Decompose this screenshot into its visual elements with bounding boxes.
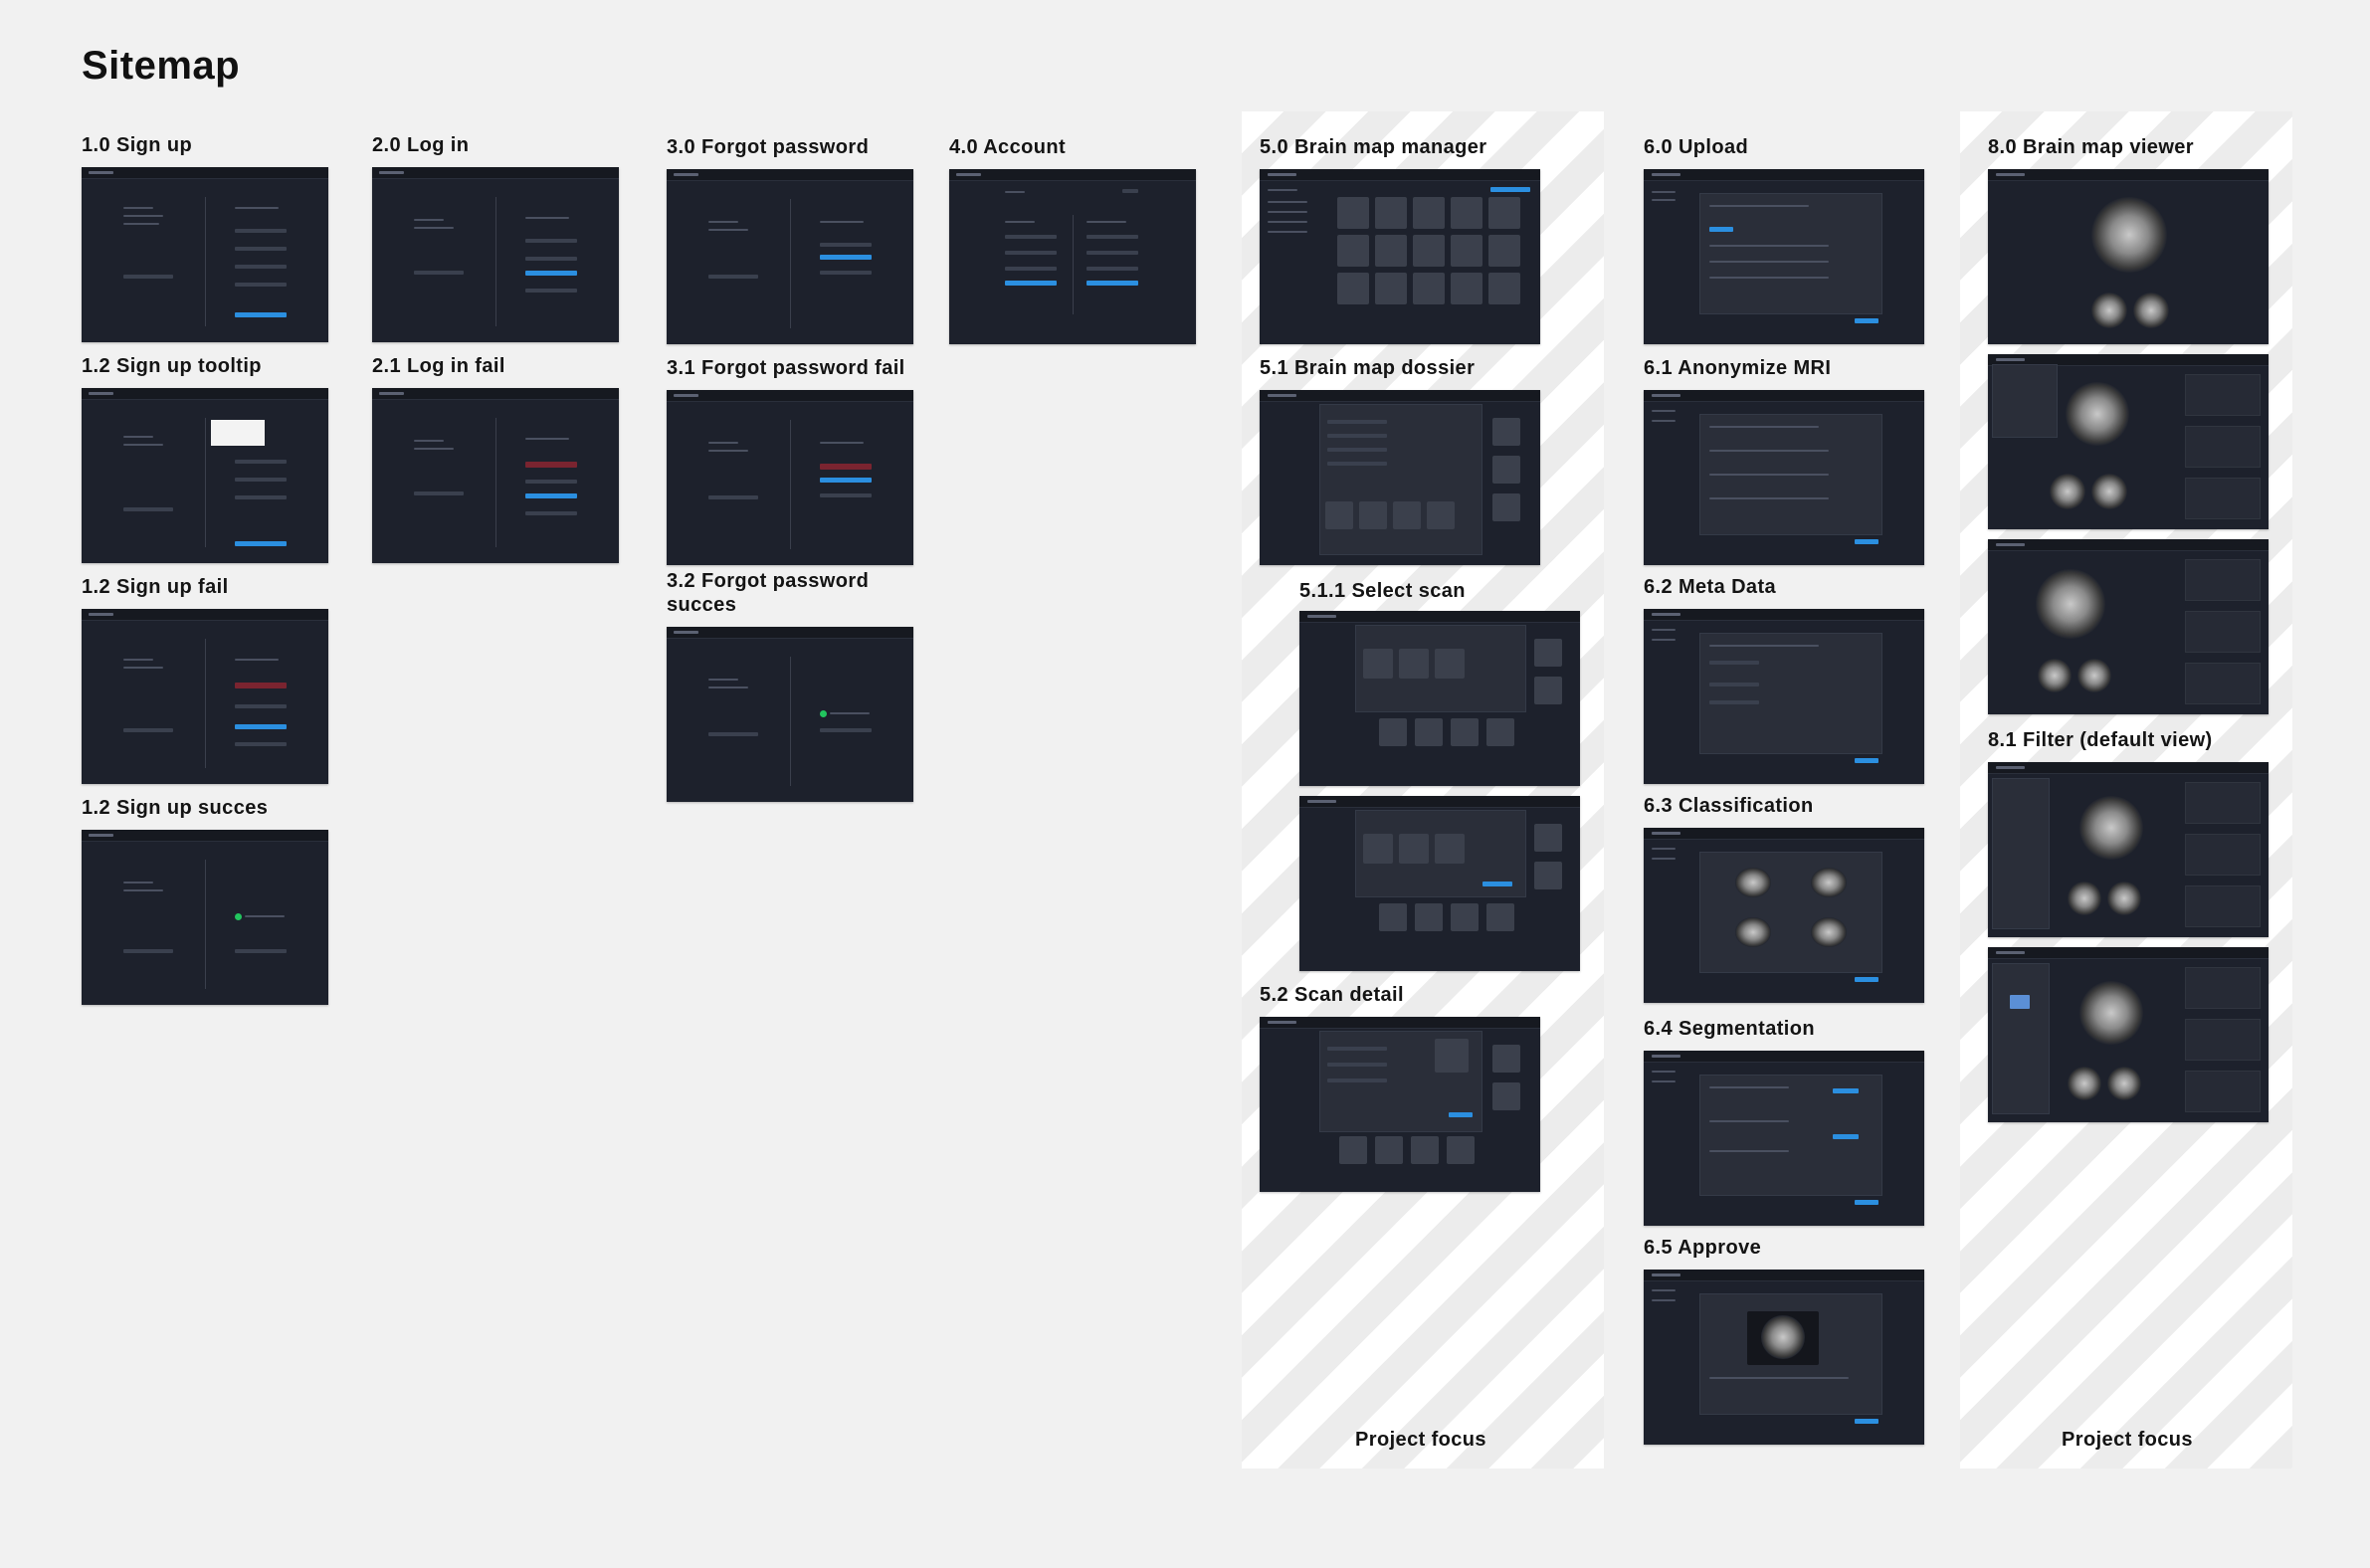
screen-signup-success[interactable]	[82, 830, 328, 1005]
label-login: 2.0 Log in	[372, 134, 470, 156]
project-focus-label-left: Project focus	[1355, 1429, 1486, 1451]
screen-scan-detail[interactable]	[1260, 1017, 1540, 1192]
label-anonymize: 6.1 Anonymize MRI	[1644, 357, 1832, 379]
page-title: Sitemap	[82, 44, 241, 88]
screen-login-fail[interactable]	[372, 388, 619, 563]
label-upload: 6.0 Upload	[1644, 136, 1749, 158]
label-dossier: 5.1 Brain map dossier	[1260, 357, 1476, 379]
screen-segmentation[interactable]	[1644, 1051, 1924, 1226]
label-forgot-fail: 3.1 Forgot password fail	[667, 357, 905, 379]
label-filter: 8.1 Filter (default view)	[1988, 729, 2213, 751]
screen-login[interactable]	[372, 167, 619, 342]
label-viewer: 8.0 Brain map viewer	[1988, 136, 2194, 158]
label-signup-success: 1.2 Sign up succes	[82, 797, 269, 819]
screen-approve[interactable]	[1644, 1270, 1924, 1445]
screen-filter[interactable]	[1988, 762, 2269, 937]
project-focus-label-right: Project focus	[2062, 1429, 2193, 1451]
label-brain-manager: 5.0 Brain map manager	[1260, 136, 1487, 158]
screen-select-scan-1[interactable]	[1299, 611, 1580, 786]
label-segmentation: 6.4 Segmentation	[1644, 1018, 1815, 1040]
label-signup-tooltip: 1.2 Sign up tooltip	[82, 355, 262, 377]
screen-account[interactable]	[949, 169, 1196, 344]
screen-signup-fail[interactable]	[82, 609, 328, 784]
screen-meta[interactable]	[1644, 609, 1924, 784]
label-signup-fail: 1.2 Sign up fail	[82, 576, 229, 598]
screen-viewer-graphs[interactable]	[1988, 539, 2269, 714]
label-signup: 1.0 Sign up	[82, 134, 193, 156]
label-approve: 6.5 Approve	[1644, 1237, 1762, 1259]
label-forgot: 3.0 Forgot password	[667, 136, 870, 158]
label-meta: 6.2 Meta Data	[1644, 576, 1777, 598]
screen-brain-manager[interactable]	[1260, 169, 1540, 344]
label-account: 4.0 Account	[949, 136, 1067, 158]
screen-viewer[interactable]	[1988, 169, 2269, 344]
label-classification: 6.3 Classification	[1644, 795, 1814, 817]
screen-viewer-menu[interactable]	[1988, 354, 2269, 529]
screen-forgot[interactable]	[667, 169, 913, 344]
label-select-scan: 5.1.1 Select scan	[1299, 580, 1466, 602]
screen-filter-histogram[interactable]	[1988, 947, 2269, 1122]
screen-select-scan-2[interactable]	[1299, 796, 1580, 971]
screen-forgot-success[interactable]	[667, 627, 913, 802]
screen-anonymize[interactable]	[1644, 390, 1924, 565]
label-forgot-success: 3.2 Forgot password succes	[667, 570, 870, 616]
label-scan-detail: 5.2 Scan detail	[1260, 984, 1404, 1006]
screen-classification[interactable]	[1644, 828, 1924, 1003]
screen-upload[interactable]	[1644, 169, 1924, 344]
screen-signup-tooltip[interactable]	[82, 388, 328, 563]
screen-forgot-fail[interactable]	[667, 390, 913, 565]
label-login-fail: 2.1 Log in fail	[372, 355, 505, 377]
screen-dossier[interactable]	[1260, 390, 1540, 565]
screen-signup[interactable]	[82, 167, 328, 342]
